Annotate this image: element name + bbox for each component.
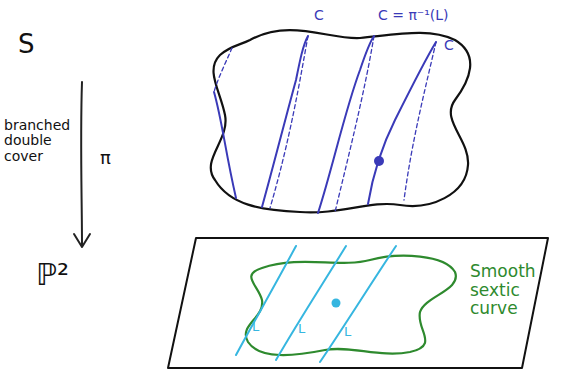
curve-label: C = π⁻¹(L)	[378, 8, 449, 23]
curve-c	[262, 36, 308, 207]
branch-point	[374, 156, 384, 166]
curve-c-hidden	[404, 42, 436, 200]
curve-c	[318, 36, 374, 213]
line-label: L	[298, 322, 305, 336]
map-description: branched double cover	[4, 118, 66, 164]
sextic-curve	[246, 256, 456, 355]
curve-description: Smooth sextic curve	[470, 262, 552, 318]
curve-label: C	[314, 8, 324, 23]
line-l	[276, 246, 346, 360]
line-l	[320, 246, 396, 362]
curve-label: C	[444, 38, 454, 53]
line-l	[236, 246, 296, 355]
map-arrow	[80, 82, 83, 246]
map-name: π	[100, 148, 111, 168]
curve-c-hidden	[335, 36, 374, 212]
curve-c-hidden	[270, 36, 308, 208]
curve-c-hidden	[214, 48, 232, 92]
line-label: L	[252, 320, 259, 334]
branch-point	[332, 299, 341, 308]
space-name: S	[18, 30, 35, 59]
surface-outline	[211, 30, 470, 212]
line-label: L	[344, 325, 351, 339]
curve-c	[368, 42, 436, 204]
space-name: ℙ²	[36, 258, 69, 291]
curve-c	[214, 92, 236, 198]
arrow-head	[74, 234, 90, 247]
